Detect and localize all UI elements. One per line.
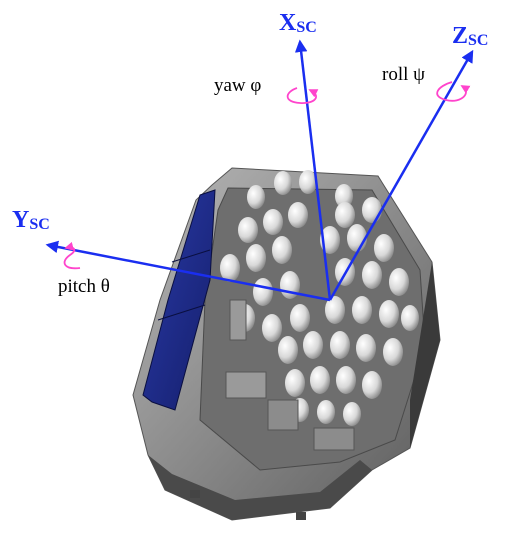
camera-lens (379, 300, 399, 328)
camera-lens (278, 336, 298, 364)
z-axis-label: ZSC (452, 23, 488, 49)
camera-lens (290, 304, 310, 332)
mount-foot-right (296, 512, 306, 520)
x-axis-label: XSC (279, 10, 317, 36)
camera-tube (313, 427, 355, 451)
spacecraft-base (148, 455, 372, 520)
roll-label: roll ψ (382, 64, 425, 85)
camera-lens (343, 402, 361, 426)
camera-lens (335, 184, 353, 208)
camera-lens (374, 234, 394, 262)
camera-lens (288, 202, 308, 228)
camera-lens (285, 369, 305, 397)
camera-lens (303, 331, 323, 359)
camera-lens (317, 400, 335, 424)
camera-lens (330, 331, 350, 359)
roll-rotation-arrow (436, 81, 471, 102)
camera-lens (253, 278, 273, 306)
camera-lens (389, 268, 409, 296)
camera-lens (220, 254, 240, 282)
camera-lens (362, 197, 382, 223)
pitch-rotation-arrow (63, 241, 81, 270)
camera-tube (225, 371, 267, 399)
camera-lens (335, 202, 355, 228)
pitch-label: pitch θ (58, 276, 110, 297)
yaw-rotation-arrow (286, 87, 319, 104)
camera-lens (401, 305, 419, 331)
spacecraft-illustration (132, 167, 441, 521)
camera-lens (247, 185, 265, 209)
camera-lens (274, 171, 292, 195)
y-axis-arrow (45, 240, 331, 302)
yaw-label: yaw φ (214, 75, 261, 96)
spacecraft-side-shadow (410, 262, 440, 448)
camera-lens (356, 334, 376, 362)
camera-lens (246, 244, 266, 272)
camera-lens (336, 366, 356, 394)
camera-lens (362, 371, 382, 399)
camera-lens (383, 338, 403, 366)
camera-lens (352, 296, 372, 324)
camera-lens (272, 236, 292, 264)
z-axis-arrow (328, 49, 474, 301)
mount-foot-left (190, 490, 200, 498)
camera-lens (299, 170, 317, 194)
rotation-indicators (63, 81, 471, 270)
y-axis-label: YSC (12, 207, 50, 233)
camera-lens (263, 209, 283, 235)
camera-tube (267, 399, 299, 431)
camera-lens (262, 314, 282, 342)
axes (45, 39, 474, 302)
camera-lens (347, 224, 367, 252)
camera-lens (325, 296, 345, 324)
camera-lens (362, 261, 382, 289)
camera-lens (310, 366, 330, 394)
solar-panel (142, 189, 216, 411)
x-axis-arrow (294, 39, 332, 301)
camera-tube (229, 299, 247, 341)
camera-lens (238, 217, 258, 243)
